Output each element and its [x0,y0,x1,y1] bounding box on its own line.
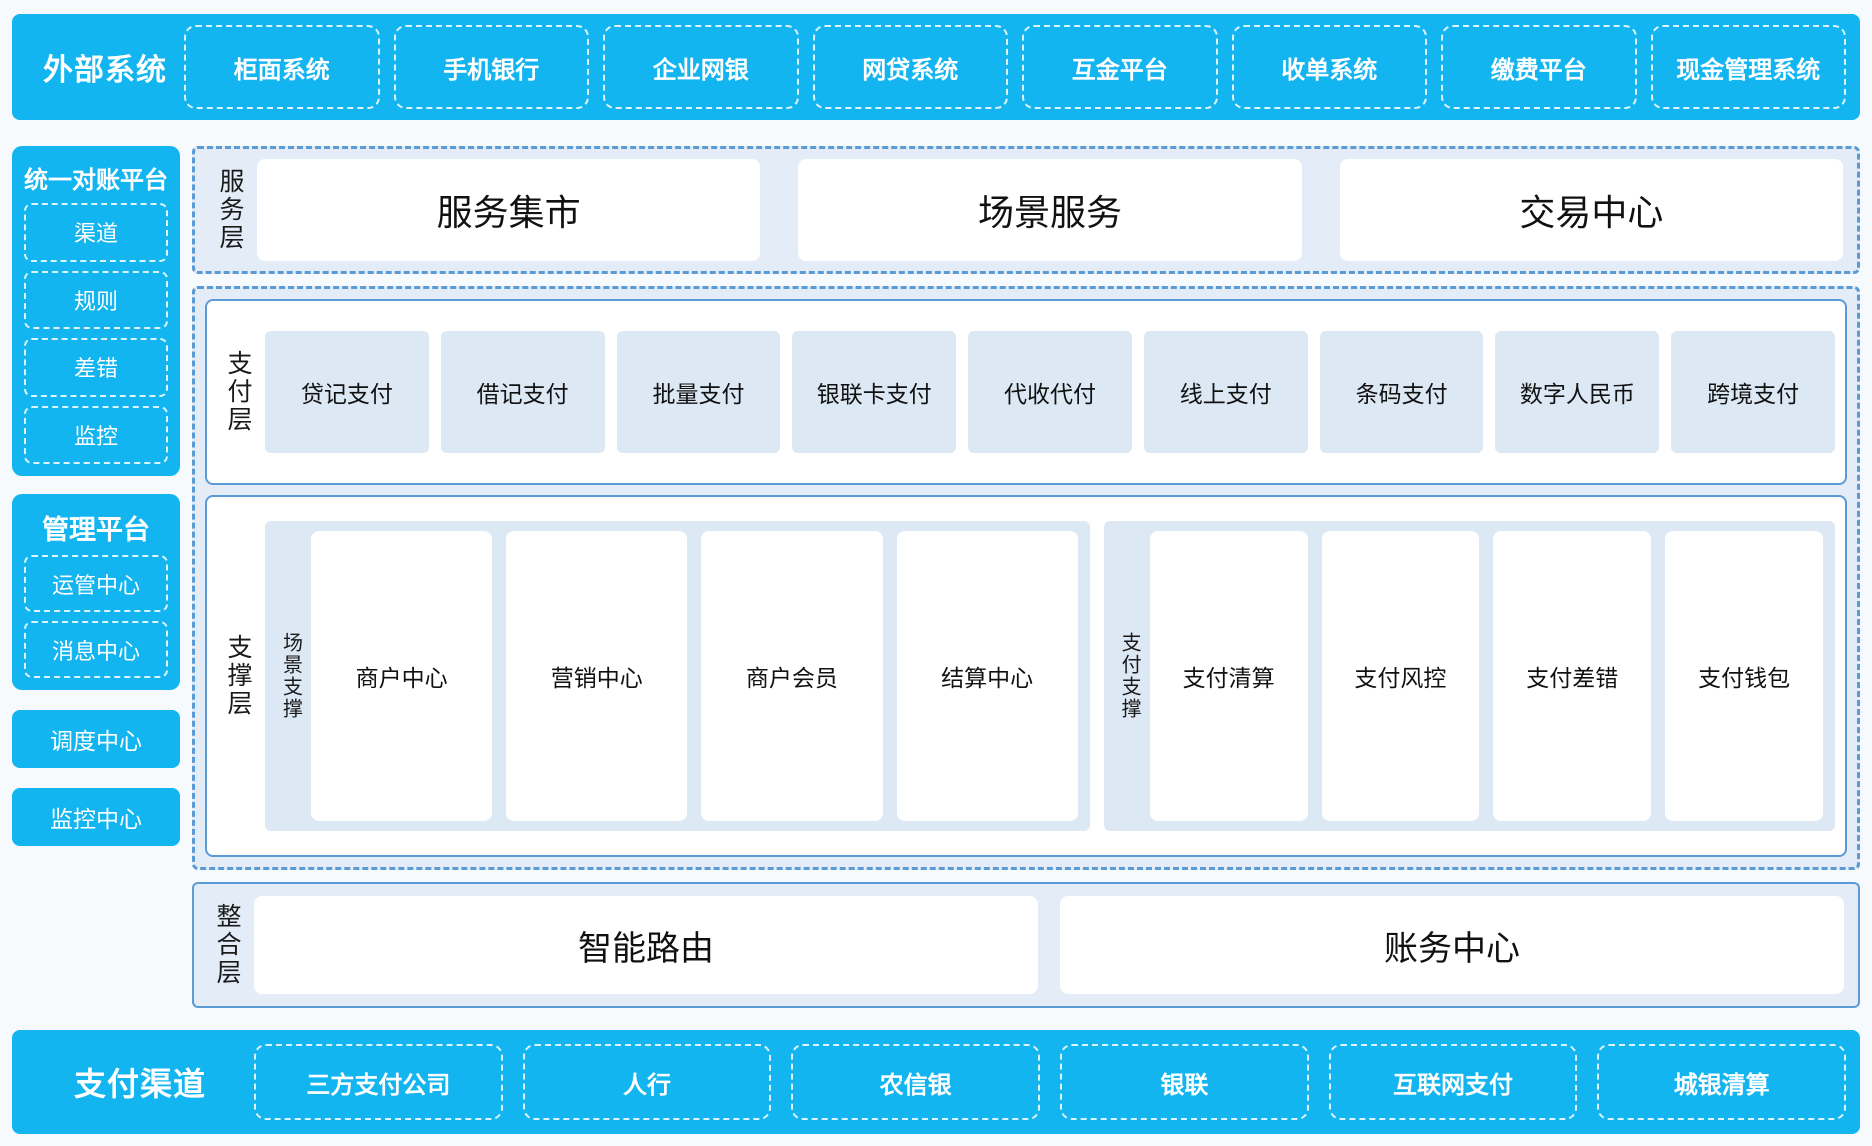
sidebar-item-channel[interactable]: 渠道 [24,203,168,262]
payment-layer-items: 贷记支付 借记支付 批量支付 银联卡支付 代收代付 线上支付 条码支付 数字人民… [265,309,1836,475]
payment-channels-items: 三方支付公司 人行 农信银 银联 互联网支付 城银清算 [254,1030,1847,1134]
payment-layer: 支付层 贷记支付 借记支付 批量支付 银联卡支付 代收代付 线上支付 条码支付 … [205,299,1847,485]
external-systems-bar: 外部系统 柜面系统 手机银行 企业网银 网贷系统 互金平台 收单系统 缴费平台 … [12,14,1860,120]
sidebar-item-message-center[interactable]: 消息中心 [24,621,168,678]
payment-tile-digital-rmb[interactable]: 数字人民币 [1495,331,1660,453]
merchant-member-card[interactable]: 商户会员 [701,531,883,821]
payment-support-items: 支付清算 支付风控 支付差错 支付钱包 [1149,531,1823,821]
payment-tile-barcode[interactable]: 条码支付 [1319,331,1484,453]
scene-support-group: 场景支撑 商户中心 营销中心 商户会员 结算中心 [265,521,1090,831]
payment-tile-credit[interactable]: 贷记支付 [265,331,429,453]
payment-channels-title: 支付渠道 [73,1066,206,1102]
transaction-center-card[interactable]: 交易中心 [1339,159,1843,261]
payment-channels-bar: 支付渠道 三方支付公司 人行 农信银 银联 互联网支付 城银清算 [12,1030,1860,1134]
support-layer-label: 支撑层 [224,634,252,718]
external-system-payment-platform[interactable]: 缴费平台 [1441,25,1637,109]
service-market-card[interactable]: 服务集市 [257,159,761,261]
management-platform-panel: 管理平台 运管中心 消息中心 [12,494,180,690]
management-platform-title: 管理平台 [42,515,150,545]
middle-region: 统一对账平台 渠道 规则 差错 监控 管理平台 运管中心 消息中心 调度中心 监… [12,146,1860,1008]
support-layer-groups: 场景支撑 商户中心 营销中心 商户会员 结算中心 支付支撑 支付清算 [265,505,1835,847]
sidebar-item-monitor[interactable]: 监控 [24,405,168,464]
integration-layer-items: 智能路由 账务中心 [254,896,1844,994]
service-layer-label: 服务层 [216,168,244,252]
external-system-internet-finance[interactable]: 互金平台 [1022,25,1218,109]
integration-layer: 整合层 智能路由 账务中心 [192,882,1860,1008]
service-layer-items: 服务集市 场景服务 交易中心 [257,159,1843,261]
reconciliation-platform-panel: 统一对账平台 渠道 规则 差错 监控 [12,146,180,476]
sidebar-item-rule[interactable]: 规则 [24,270,168,329]
marketing-center-card[interactable]: 营销中心 [506,531,688,821]
external-systems-items: 柜面系统 手机银行 企业网银 网贷系统 互金平台 收单系统 缴费平台 现金管理系… [184,14,1846,120]
sidebar-item-error[interactable]: 差错 [24,338,168,397]
payment-wallet-card[interactable]: 支付钱包 [1665,531,1823,821]
channel-third-party-payment[interactable]: 三方支付公司 [254,1044,503,1120]
support-layer: 支撑层 场景支撑 商户中心 营销中心 商户会员 结算中心 [205,495,1847,857]
integration-layer-label: 整合层 [213,903,241,987]
payment-tile-online[interactable]: 线上支付 [1143,331,1308,453]
payment-tile-collection-payment[interactable]: 代收代付 [968,331,1132,453]
payment-error-card[interactable]: 支付差错 [1493,531,1652,821]
external-system-acquiring[interactable]: 收单系统 [1231,25,1427,109]
merchant-center-card[interactable]: 商户中心 [311,531,493,821]
external-system-online-loan[interactable]: 网贷系统 [812,25,1008,109]
payment-tile-cross-border[interactable]: 跨境支付 [1671,331,1836,453]
accounting-center-card[interactable]: 账务中心 [1060,896,1844,994]
payment-risk-control-card[interactable]: 支付风控 [1321,531,1480,821]
scene-support-label: 场景支撑 [279,632,302,720]
smart-routing-card[interactable]: 智能路由 [254,896,1038,994]
payment-tile-batch[interactable]: 批量支付 [616,331,781,453]
external-systems-title: 外部系统 [43,54,167,87]
channel-unionpay[interactable]: 银联 [1060,1044,1309,1120]
sidebar-item-operations-center[interactable]: 运管中心 [24,555,168,612]
scene-support-items: 商户中心 营销中心 商户会员 结算中心 [311,531,1078,821]
sidebar: 统一对账平台 渠道 规则 差错 监控 管理平台 运管中心 消息中心 调度中心 监… [12,146,180,1008]
payment-support-group: 支付支撑 支付清算 支付风控 支付差错 支付钱包 [1103,521,1835,831]
sidebar-item-scheduling-center[interactable]: 调度中心 [12,710,180,768]
payment-support-label: 支付支撑 [1118,632,1141,720]
settlement-center-card[interactable]: 结算中心 [896,531,1078,821]
payment-tile-debit[interactable]: 借记支付 [440,331,605,453]
scenario-service-card[interactable]: 场景服务 [798,159,1302,261]
external-system-corporate-ebank[interactable]: 企业网银 [603,25,799,109]
service-layer: 服务层 服务集市 场景服务 交易中心 [192,146,1860,274]
payment-tile-unionpay-card[interactable]: 银联卡支付 [792,331,957,453]
payment-layer-label: 支付层 [224,350,252,434]
payment-support-group: 支付层 贷记支付 借记支付 批量支付 银联卡支付 代收代付 线上支付 条码支付 … [192,286,1860,870]
sidebar-item-monitoring-center[interactable]: 监控中心 [12,788,180,846]
external-system-mobile-bank[interactable]: 手机银行 [393,25,589,109]
channel-internet-payment[interactable]: 互联网支付 [1328,1044,1578,1120]
reconciliation-platform-title: 统一对账平台 [24,167,168,194]
layer-stack: 服务层 服务集市 场景服务 交易中心 支付层 贷记支付 借记支付 批量支付 银联… [192,146,1860,1008]
channel-city-bank-clearing[interactable]: 城银清算 [1597,1044,1847,1120]
channel-pboc[interactable]: 人行 [522,1044,772,1120]
external-system-cash-management[interactable]: 现金管理系统 [1650,25,1846,109]
channel-rcc-bank[interactable]: 农信银 [791,1044,1041,1120]
payment-clearing-card[interactable]: 支付清算 [1149,531,1308,821]
external-system-counter[interactable]: 柜面系统 [184,25,380,109]
